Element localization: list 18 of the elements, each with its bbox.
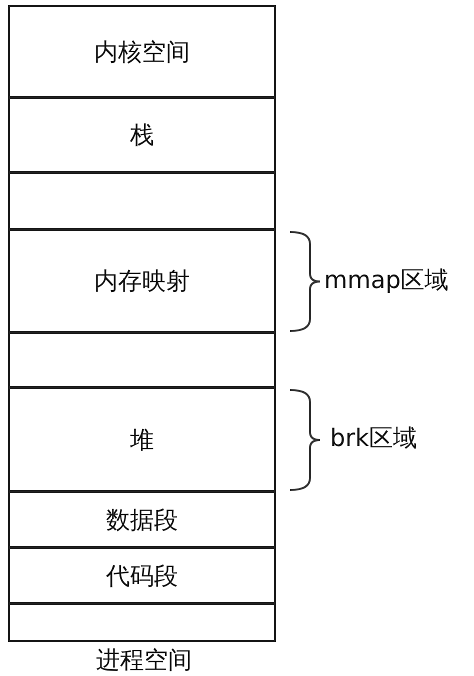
memory-segment-box — [8, 5, 276, 98]
region-label: brk区域 — [330, 423, 417, 454]
region-label: mmap区域 — [324, 265, 449, 296]
memory-segment-box — [8, 491, 276, 548]
empty-segment-box — [8, 603, 276, 642]
segment-label: 数据段 — [106, 504, 178, 536]
caption: 进程空间 — [96, 645, 192, 676]
empty-segment-box — [8, 332, 276, 388]
empty-segment-box — [8, 172, 276, 230]
segment-label: 代码段 — [106, 560, 178, 592]
segment-label: 内核空间 — [94, 36, 190, 68]
memory-segment-box — [8, 97, 276, 173]
memory-segment-box — [8, 387, 276, 492]
segment-label: 内存映射 — [94, 266, 190, 297]
memory-segment-box — [8, 547, 276, 604]
memory-segment-box — [8, 229, 276, 333]
segment-label: 栈 — [130, 120, 154, 151]
segment-label: 堆 — [130, 424, 154, 456]
